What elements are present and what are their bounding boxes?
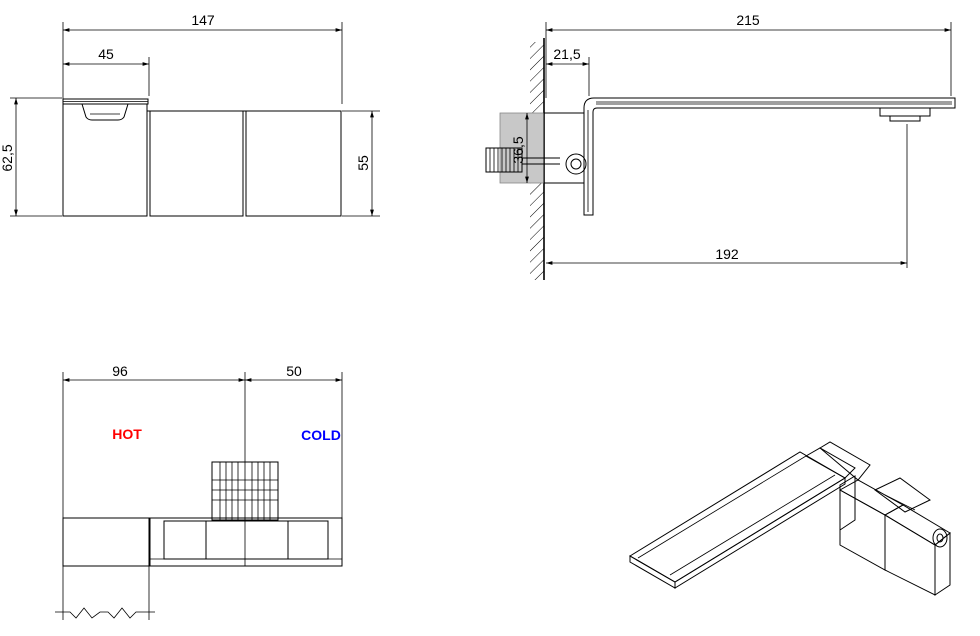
isometric-view	[629, 441, 951, 596]
top-body-inner	[163, 520, 329, 560]
top-body	[149, 517, 343, 567]
iso-spout-side	[674, 477, 846, 589]
dim-label-body-height: 55	[355, 155, 371, 171]
dim-label-total-width: 147	[191, 12, 215, 28]
iso-knob	[932, 528, 948, 548]
dim-label-wall-offset: 21,5	[553, 46, 580, 62]
iso-spout-top	[629, 451, 846, 583]
front-spout-block	[62, 103, 148, 217]
iso-spout-front	[629, 555, 676, 589]
top-spout-block	[62, 517, 150, 567]
cold-label: COLD	[301, 427, 341, 443]
dim-label-cold-side: 50	[286, 363, 302, 379]
cartridge-ribs	[489, 148, 519, 172]
iso-spout-riser	[804, 447, 856, 479]
spout-aerator-tip	[889, 115, 921, 122]
dim-label-total-height: 62,5	[0, 144, 15, 171]
dim-label-total-depth: 215	[736, 12, 760, 28]
cartridge-top	[211, 461, 279, 521]
dim-label-spout-projection: 192	[715, 246, 739, 262]
top-view: 96 50 HOT COLD	[55, 363, 343, 620]
iso-body-cold	[884, 514, 936, 596]
wall-break-line	[55, 607, 155, 619]
handle-knob-inner	[570, 158, 582, 170]
front-view: 147 45 62,5 55	[0, 12, 380, 217]
spout-profile	[583, 97, 956, 216]
hot-label: HOT	[112, 426, 142, 442]
front-handle-block-hot	[149, 110, 244, 217]
cartridge	[485, 147, 523, 173]
front-handle-block-cold	[245, 110, 342, 217]
cartridge-top-ribs	[212, 462, 278, 520]
dim-label-hot-side: 96	[112, 363, 128, 379]
spout-aerator	[879, 107, 931, 117]
side-view: 215 21,5 36,5 192	[485, 12, 956, 280]
front-spout-outlet	[81, 103, 129, 121]
box-cover	[543, 112, 585, 184]
dim-label-spout-width: 45	[98, 46, 114, 62]
dim-label-box-height: 36,5	[510, 136, 526, 163]
iso-handle	[874, 477, 931, 513]
top-body-center	[205, 520, 289, 560]
handle-knob	[565, 153, 587, 175]
